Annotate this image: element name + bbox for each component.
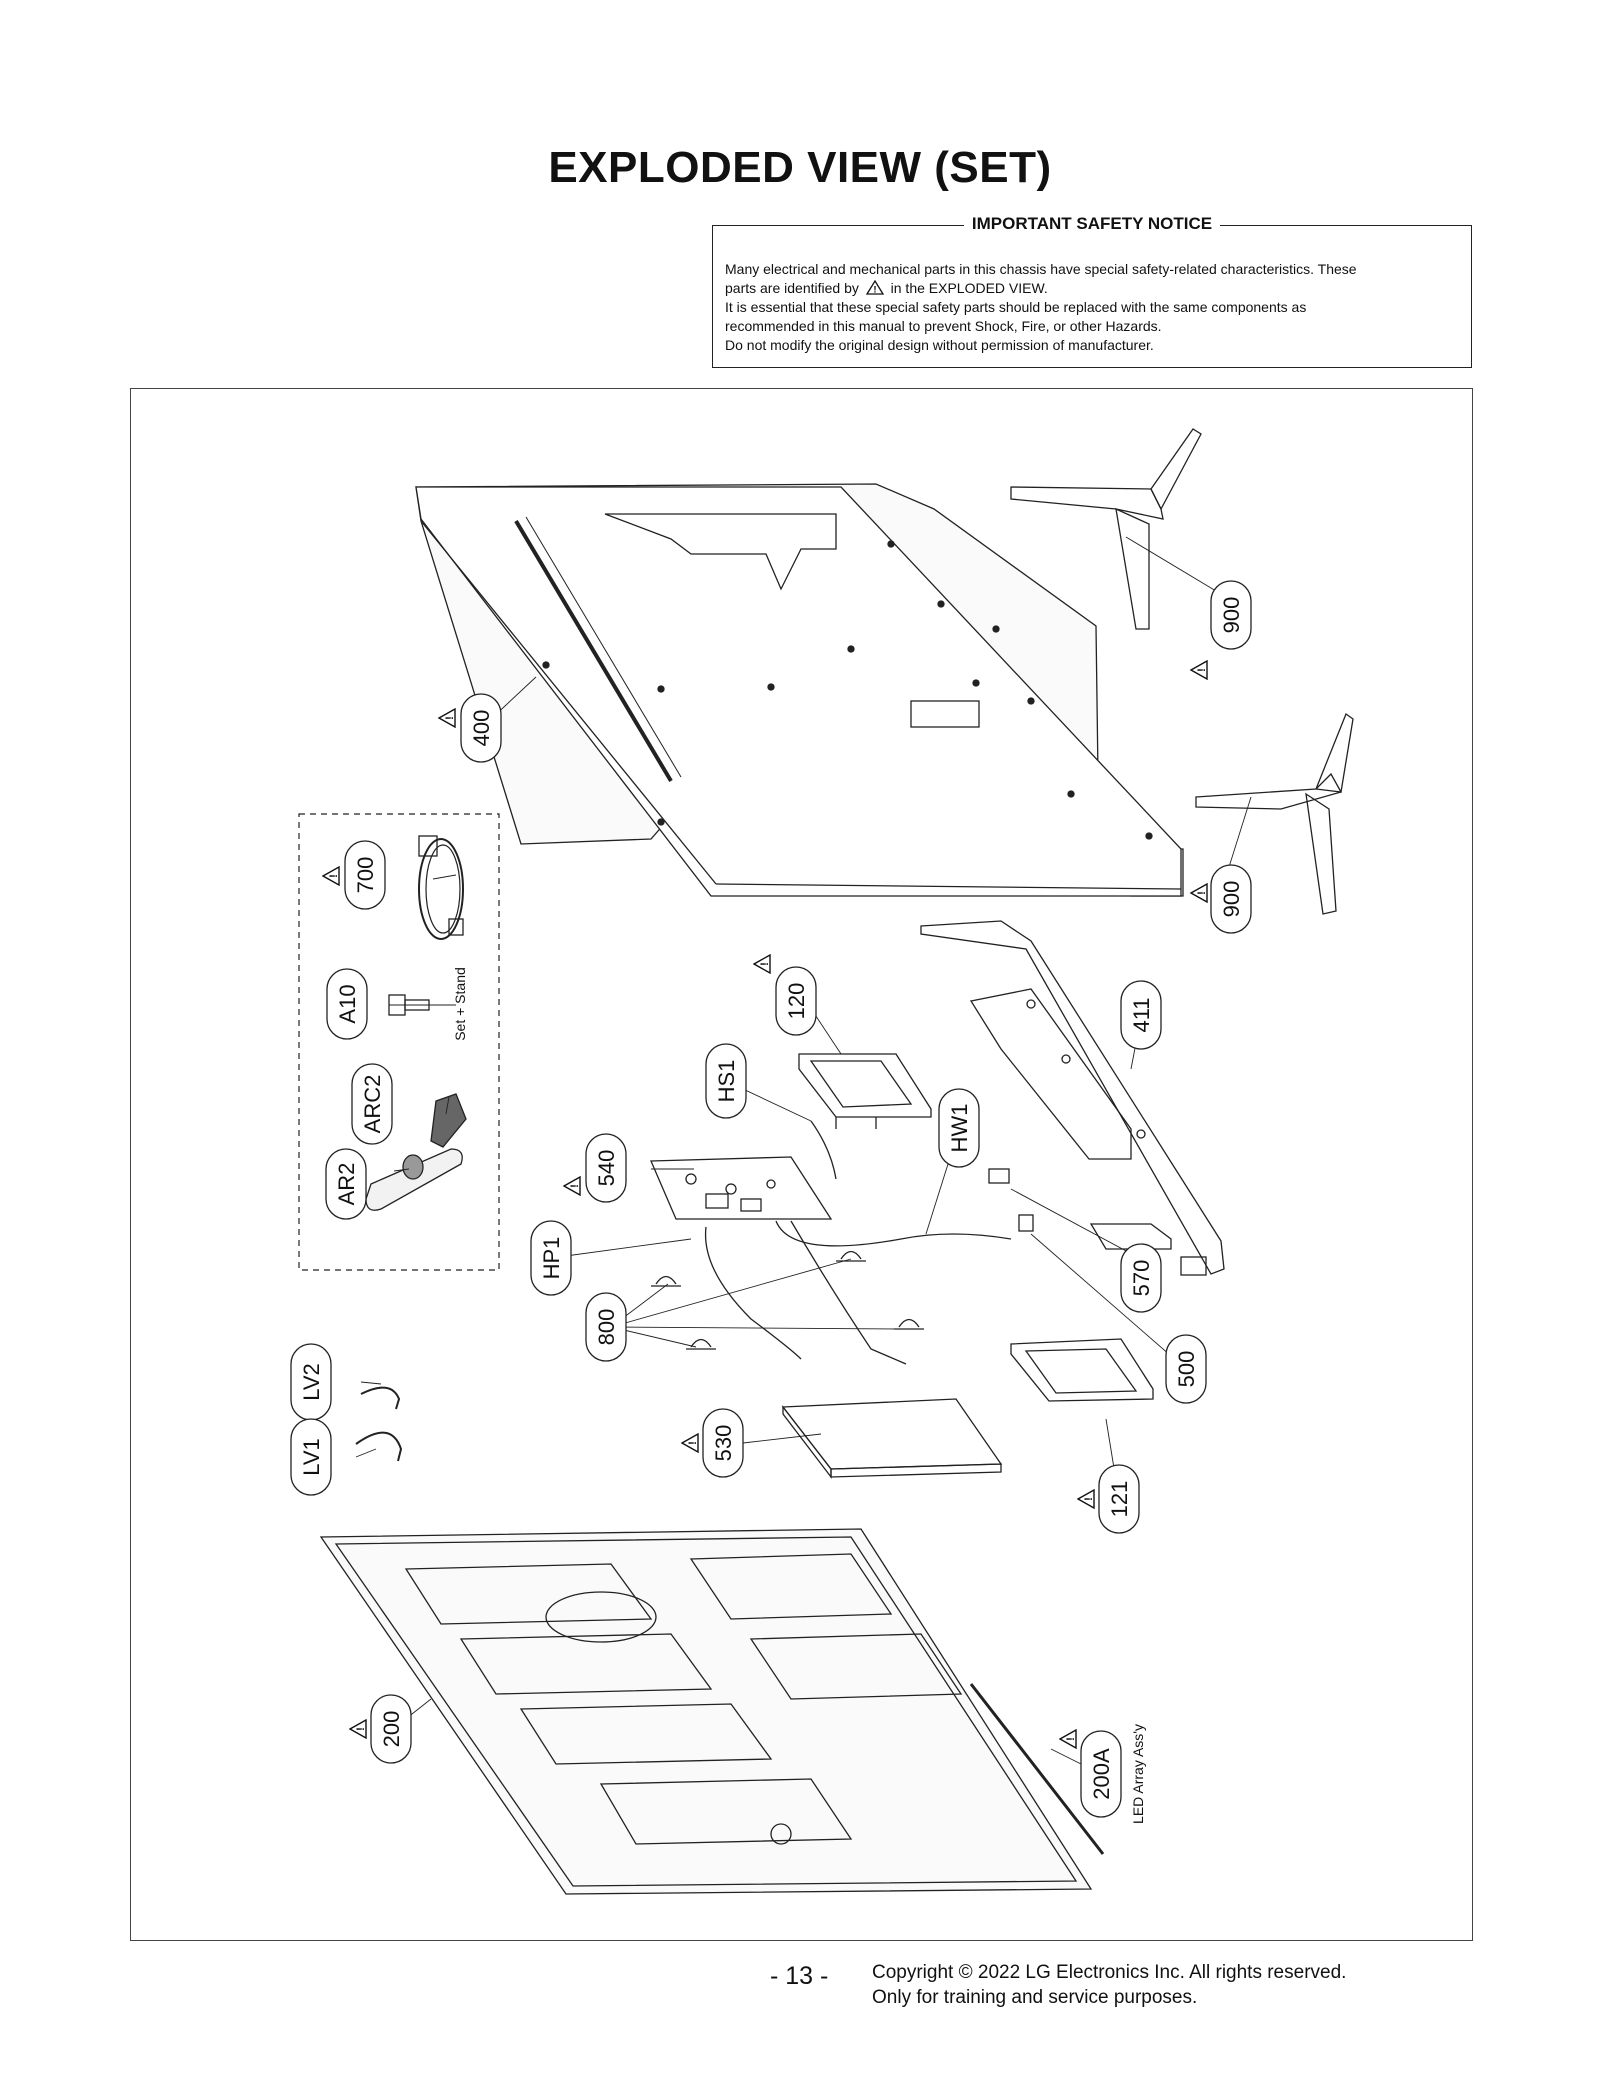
cable-lv1 bbox=[355, 1431, 403, 1462]
callout-120: 120 bbox=[753, 954, 817, 1036]
copyright-line-1: Copyright © 2022 LG Electronics Inc. All… bbox=[872, 1962, 1347, 1983]
power-cord-drawing bbox=[418, 835, 464, 940]
callout-900-upper: 900 bbox=[1190, 580, 1252, 680]
callout-570: 570 bbox=[1120, 1243, 1162, 1313]
cable-hw1 bbox=[775, 1220, 1012, 1247]
callout-530: 530 bbox=[681, 1408, 744, 1478]
notice-line-2-start: parts are identified by bbox=[725, 280, 859, 296]
cable-hp1 bbox=[704, 1226, 802, 1360]
display-module-drawing bbox=[319, 1528, 1093, 1895]
notice-line-1: Many electrical and mechanical parts in … bbox=[725, 261, 1357, 277]
svg-text:900: 900 bbox=[1219, 597, 1244, 634]
main-board-drawing bbox=[650, 1156, 833, 1220]
svg-text:LV2: LV2 bbox=[299, 1363, 324, 1401]
exploded-view-diagram: ! bbox=[130, 388, 1473, 1941]
board-121-drawing bbox=[1010, 1338, 1154, 1402]
svg-text:540: 540 bbox=[594, 1150, 619, 1187]
page-number: - 13 - bbox=[770, 1962, 829, 1990]
svg-text:LV1: LV1 bbox=[299, 1438, 324, 1476]
part-500-drawing bbox=[1018, 1214, 1034, 1232]
frame-bracket-drawing bbox=[920, 920, 1225, 1276]
svg-text:800: 800 bbox=[594, 1309, 619, 1346]
svg-text:530: 530 bbox=[711, 1425, 736, 1462]
copyright: Copyright © 2022 LG Electronics Inc. All… bbox=[872, 1960, 1346, 2010]
svg-text:900: 900 bbox=[1219, 881, 1244, 918]
remote-drawing bbox=[365, 1093, 467, 1211]
cable-lv2 bbox=[360, 1386, 401, 1410]
callout-LV1: LV1 bbox=[290, 1418, 332, 1496]
svg-text:HW1: HW1 bbox=[947, 1104, 972, 1153]
svg-text:AR2: AR2 bbox=[334, 1163, 359, 1206]
board-120-drawing bbox=[798, 1053, 932, 1129]
warning-triangle-icon: ! bbox=[865, 279, 884, 295]
svg-text:ARC2: ARC2 bbox=[360, 1075, 385, 1134]
callout-900-lower: 900 bbox=[1190, 864, 1252, 934]
svg-text:200A: 200A bbox=[1089, 1748, 1114, 1800]
svg-text:411: 411 bbox=[1129, 997, 1154, 1032]
callout-A10: A10 bbox=[326, 968, 368, 1040]
svg-text:570: 570 bbox=[1129, 1260, 1154, 1297]
safety-notice-body: Many electrical and mechanical parts in … bbox=[725, 260, 1459, 355]
callout-500: 500 bbox=[1165, 1334, 1207, 1404]
notice-line-2-end: in the EXPLODED VIEW. bbox=[890, 280, 1048, 296]
callout-800: 800 bbox=[585, 1292, 627, 1362]
callout-700: 700 bbox=[322, 840, 386, 910]
cable-hs1 bbox=[810, 1120, 837, 1180]
safety-notice-heading: IMPORTANT SAFETY NOTICE bbox=[963, 214, 1221, 233]
notice-line-3: It is essential that these special safet… bbox=[725, 299, 1307, 315]
callout-411: 411 bbox=[1120, 980, 1162, 1050]
callout-200: 200 bbox=[349, 1694, 412, 1764]
led-array-label: LED Array Ass'y bbox=[1130, 1724, 1146, 1824]
accessory-box bbox=[298, 813, 500, 1271]
callout-AR2: AR2 bbox=[325, 1148, 367, 1220]
set-stand-label: Set + Stand bbox=[452, 967, 468, 1041]
svg-text:A10: A10 bbox=[335, 984, 360, 1023]
callout-ARC2: ARC2 bbox=[351, 1063, 393, 1145]
power-supply-drawing bbox=[781, 1398, 1003, 1479]
svg-text:HP1: HP1 bbox=[539, 1237, 564, 1280]
clips-drawing bbox=[651, 1250, 924, 1350]
part-570-drawing bbox=[988, 1168, 1010, 1184]
svg-text:400: 400 bbox=[469, 710, 494, 747]
svg-text:500: 500 bbox=[1174, 1351, 1199, 1388]
callout-HP1: HP1 bbox=[530, 1220, 572, 1296]
svg-text:700: 700 bbox=[353, 857, 378, 894]
callout-121: 121 bbox=[1077, 1464, 1140, 1534]
copyright-line-2: Only for training and service purposes. bbox=[872, 1987, 1198, 2008]
svg-text:HS1: HS1 bbox=[714, 1060, 739, 1103]
svg-text:200: 200 bbox=[379, 1711, 404, 1748]
notice-line-5: Do not modify the original design withou… bbox=[725, 337, 1154, 353]
led-bar-drawing bbox=[969, 1683, 1105, 1855]
callout-LV2: LV2 bbox=[290, 1343, 332, 1421]
callout-HS1: HS1 bbox=[705, 1043, 747, 1119]
callout-200A: 200A bbox=[1059, 1729, 1122, 1818]
page-title: EXPLODED VIEW (SET) bbox=[548, 143, 1052, 192]
stand-lower-drawing bbox=[1195, 712, 1354, 915]
callout-HW1: HW1 bbox=[938, 1088, 980, 1168]
svg-text:!: ! bbox=[873, 285, 876, 295]
stand-upper-drawing bbox=[1010, 428, 1202, 630]
svg-text:120: 120 bbox=[784, 983, 809, 1020]
back-cover-drawing bbox=[415, 483, 1184, 897]
notice-line-4: recommended in this manual to prevent Sh… bbox=[725, 318, 1162, 334]
callout-400: 400 bbox=[438, 693, 502, 763]
cable-500 bbox=[790, 1220, 907, 1365]
callout-540: 540 bbox=[563, 1133, 627, 1203]
svg-text:121: 121 bbox=[1107, 1481, 1132, 1518]
safety-notice-box: IMPORTANT SAFETY NOTICE Many electrical … bbox=[712, 214, 1472, 368]
